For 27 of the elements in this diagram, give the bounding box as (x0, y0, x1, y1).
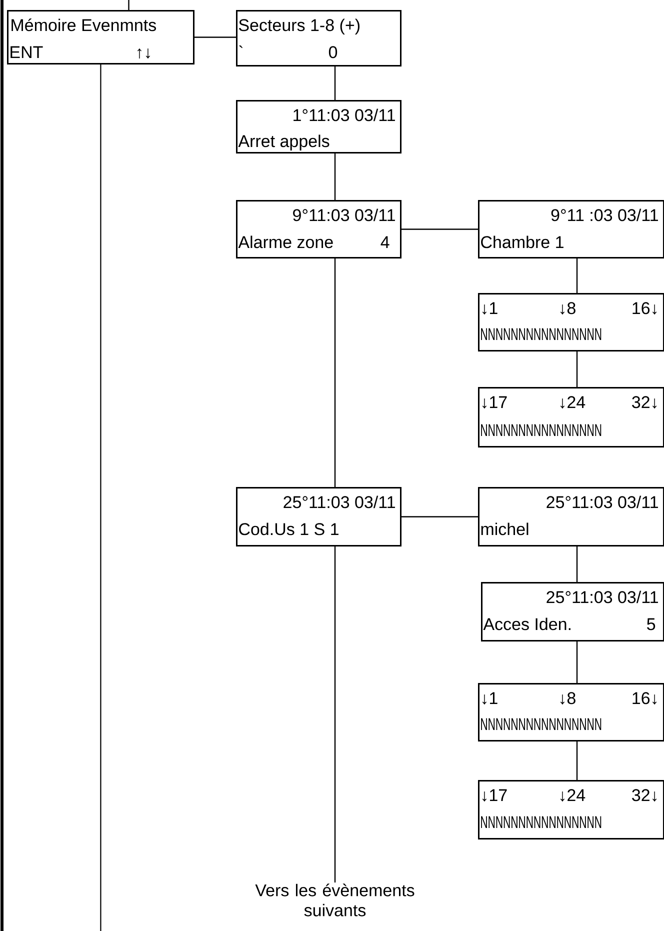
display-box: 1°11:03 03/11 Arret appels (236, 100, 402, 154)
connector-line (402, 516, 478, 518)
display-box: 9°11 :03 03/11 Chambre 1 (478, 200, 664, 258)
connector-line (334, 546, 336, 882)
display-box: ↓17 ↓24 32↓ NNNNNNNNNNNNNNNN (478, 387, 664, 448)
connector-line (576, 642, 578, 683)
connector-line (194, 36, 236, 38)
connector-line (334, 258, 336, 487)
display-box: Secteurs 1-8 (+) ` 0 (236, 10, 402, 66)
connector-line (576, 352, 578, 387)
display-box: ↓17 ↓24 32↓ NNNNNNNNNNNNNNNN (478, 780, 664, 840)
display-box: 25°11:03 03/11 Acces Iden. 5 (481, 582, 664, 642)
display-box: Mémoire Evenmnts ENT ↑↓ (7, 10, 194, 64)
display-box: 25°11:03 03/11 michel (478, 487, 664, 546)
connector-line (128, 0, 130, 10)
display-box: ↓1 ↓8 16↓ NNNNNNNNNNNNNNNN (478, 683, 664, 742)
connector-line (402, 228, 478, 230)
caption-text: Vers les évènements suivants (255, 884, 414, 916)
connector-line (576, 546, 578, 582)
display-box: 25°11:03 03/11 Cod.Us 1 S 1 (236, 487, 402, 546)
connector-line (334, 154, 336, 200)
connector-line (100, 64, 102, 931)
connector-line (576, 742, 578, 780)
display-box: ↓1 ↓8 16↓ NNNNNNNNNNNNNNNN (478, 293, 664, 352)
display-box: 9°11:03 03/11 Alarme zone 4 (236, 200, 402, 258)
connector-line (576, 258, 578, 293)
connector-line (334, 66, 336, 100)
